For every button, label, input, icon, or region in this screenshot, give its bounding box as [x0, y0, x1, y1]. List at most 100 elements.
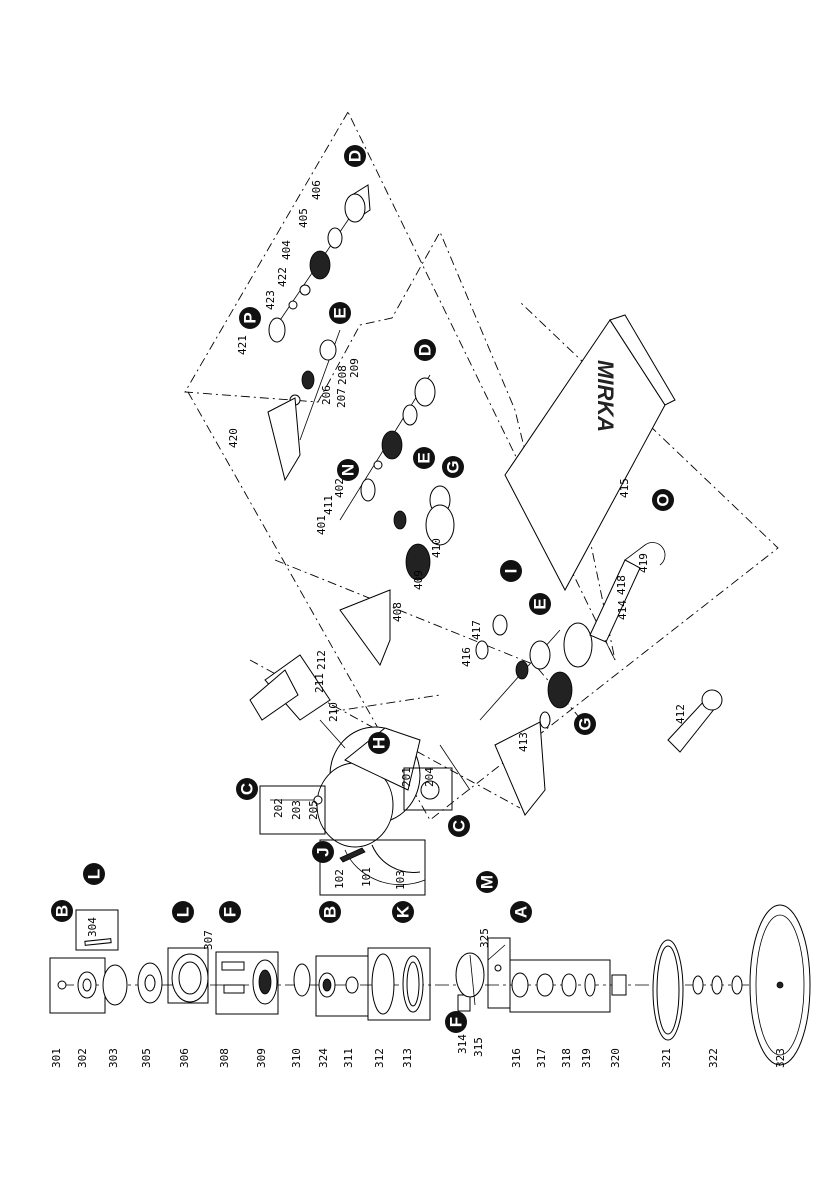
callout-b: B [319, 901, 341, 923]
part-number-414: 414 [616, 600, 629, 620]
svg-text:F: F [221, 907, 240, 917]
svg-text:G: G [576, 717, 595, 730]
callout-p: P [239, 307, 261, 329]
part-number-409: 409 [412, 570, 425, 590]
part-number-322: 322 [707, 1048, 720, 1068]
svg-text:F: F [447, 1017, 466, 1027]
callout-c: C [448, 815, 470, 837]
callout-c: C [236, 778, 258, 800]
part-number-307: 307 [202, 930, 215, 950]
assembly-outlines [185, 112, 778, 820]
callout-e: E [329, 302, 351, 324]
part-number-207: 207 [335, 388, 348, 408]
callout-j: J [312, 841, 334, 863]
part-number-305: 305 [140, 1048, 153, 1068]
tool-body [250, 655, 452, 895]
callout-e: E [529, 593, 551, 615]
brand-label: MIRKA [593, 360, 618, 432]
lower-right-group [476, 543, 722, 815]
part-number-211: 211 [313, 673, 326, 693]
part-number-101: 101 [360, 867, 373, 887]
svg-text:G: G [444, 460, 463, 473]
part-number-325: 325 [478, 928, 491, 948]
svg-text:K: K [394, 905, 413, 918]
svg-text:I: I [502, 569, 521, 574]
part-number-318: 318 [560, 1048, 573, 1068]
part-number-410: 410 [430, 538, 443, 558]
part-number-419: 419 [637, 553, 650, 573]
part-number-309: 309 [255, 1048, 268, 1068]
part-number-402: 402 [333, 478, 346, 498]
part-number-317: 317 [535, 1048, 548, 1068]
part-number-417: 417 [470, 620, 483, 640]
svg-text:O: O [654, 493, 673, 506]
part-number-323: 323 [774, 1048, 787, 1068]
part-number-420: 420 [227, 428, 240, 448]
part-number-303: 303 [107, 1048, 120, 1068]
svg-text:H: H [370, 737, 389, 749]
svg-text:B: B [321, 906, 340, 918]
part-number-404: 404 [280, 240, 293, 260]
part-number-421: 421 [236, 335, 249, 355]
part-number-302: 302 [76, 1048, 89, 1068]
part-number-202: 202 [272, 798, 285, 818]
part-number-206: 206 [320, 385, 333, 405]
part-number-324: 324 [317, 1048, 330, 1068]
part-number-103: 103 [394, 870, 407, 890]
callout-a: A [510, 901, 532, 923]
part-number-212: 212 [315, 650, 328, 670]
svg-text:N: N [339, 464, 358, 476]
part-number-201: 201 [400, 767, 413, 787]
part-number-406: 406 [310, 180, 323, 200]
part-number-313: 313 [401, 1048, 414, 1068]
part-number-416: 416 [460, 647, 473, 667]
callout-d: D [414, 339, 436, 361]
part-number-306: 306 [178, 1048, 191, 1068]
callout-i: I [500, 560, 522, 582]
part-number-316: 316 [510, 1048, 523, 1068]
part-number-411: 411 [322, 495, 335, 515]
part-number-205: 205 [307, 800, 320, 820]
callout-m: M [476, 871, 498, 893]
part-number-423: 423 [264, 290, 277, 310]
part-number-405: 405 [297, 208, 310, 228]
callout-g: G [574, 713, 596, 735]
svg-text:A: A [512, 906, 531, 918]
part-number-315: 315 [472, 1037, 485, 1057]
part-number-412: 412 [674, 704, 687, 724]
part-number-320: 320 [609, 1048, 622, 1068]
part-number-304: 304 [86, 917, 99, 937]
callout-h: H [368, 732, 390, 754]
part-number-321: 321 [660, 1048, 673, 1068]
svg-text:B: B [53, 905, 72, 917]
callout-e: E [413, 447, 435, 469]
svg-text:E: E [531, 598, 550, 609]
part-number-312: 312 [373, 1048, 386, 1068]
part-number-210: 210 [327, 702, 340, 722]
callout-b: B [51, 900, 73, 922]
part-number-422: 422 [276, 267, 289, 287]
part-number-204: 204 [423, 767, 436, 787]
callout-n: N [337, 459, 359, 481]
callout-d: D [344, 145, 366, 167]
callout-l: L [83, 863, 105, 885]
part-number-408: 408 [391, 602, 404, 622]
callout-f: F [445, 1011, 467, 1033]
part-number-308: 308 [218, 1048, 231, 1068]
part-number-418: 418 [615, 575, 628, 595]
part-number-203: 203 [290, 800, 303, 820]
svg-text:E: E [415, 452, 434, 463]
part-number-102: 102 [333, 869, 346, 889]
part-number-415: 415 [618, 478, 631, 498]
svg-text:D: D [346, 150, 365, 162]
part-number-311: 311 [342, 1048, 355, 1068]
svg-text:C: C [450, 820, 469, 832]
callout-g: G [442, 456, 464, 478]
svg-text:M: M [478, 875, 497, 889]
part-number-401: 401 [315, 515, 328, 535]
svg-text:L: L [174, 907, 193, 917]
svg-text:D: D [416, 344, 435, 356]
svg-text:C: C [238, 783, 257, 795]
